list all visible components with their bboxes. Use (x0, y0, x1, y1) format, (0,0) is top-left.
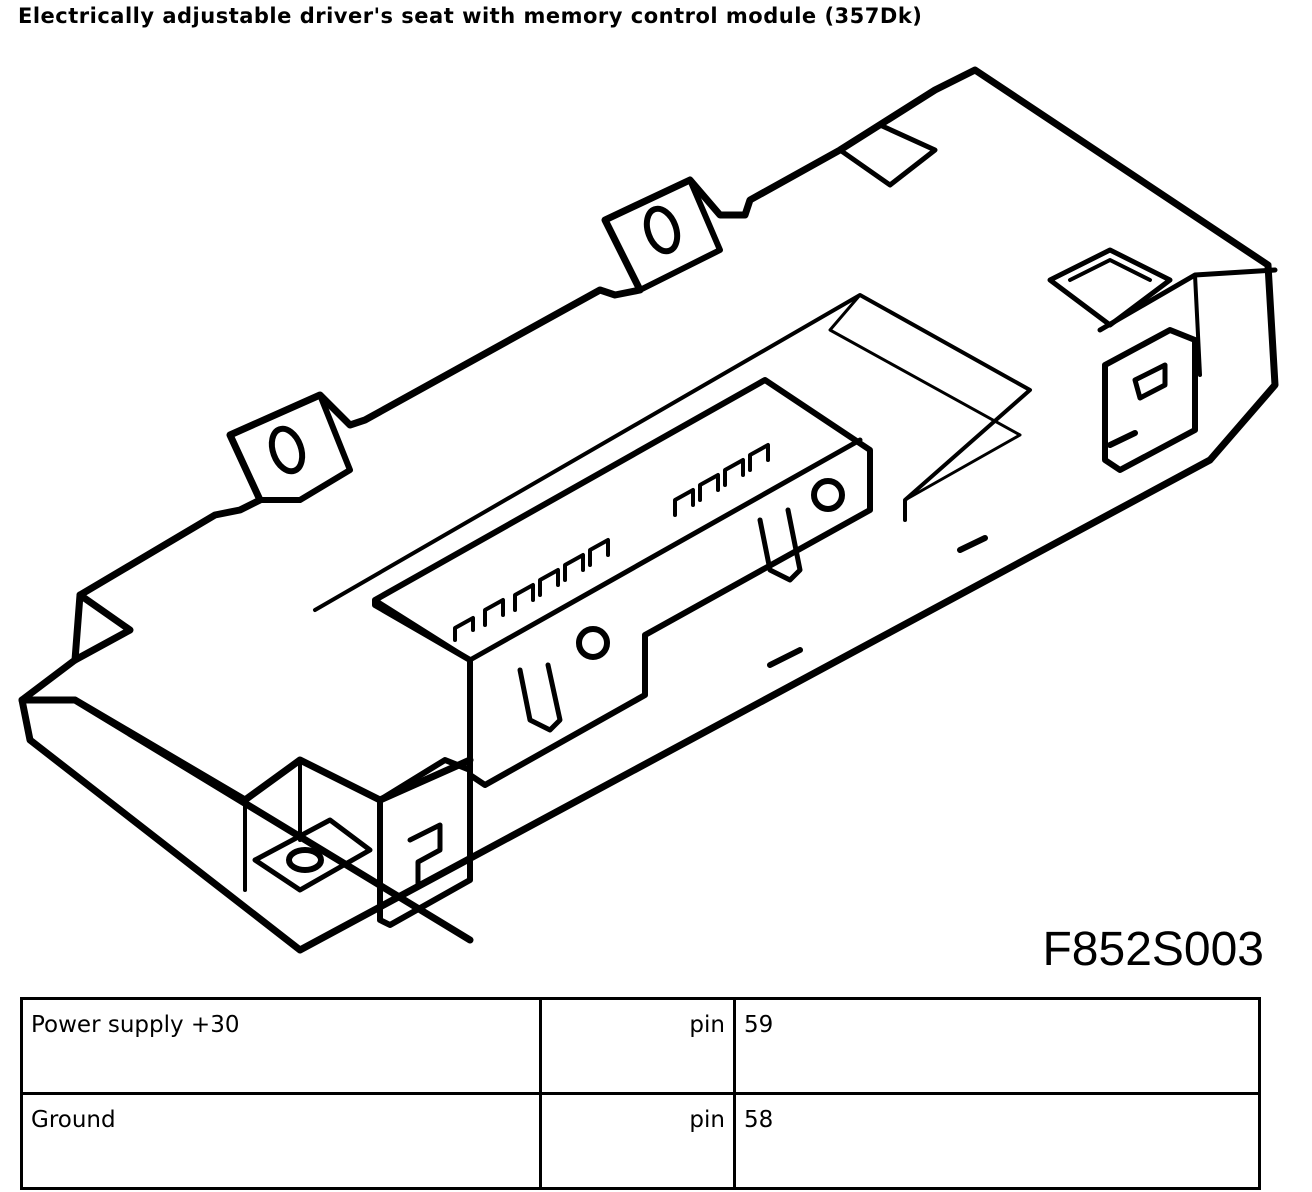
page-title: Electrically adjustable driver's seat wi… (18, 4, 923, 28)
pin-label-cell: pin (539, 1092, 736, 1190)
control-module-drawing (18, 66, 1279, 954)
mounting-tab-left (227, 392, 353, 503)
clip-right (1102, 327, 1198, 473)
clip-front (377, 757, 473, 928)
notch-top-right (837, 122, 938, 188)
pin-table: Power supply +30 pin 59 Ground pin 58 (20, 997, 1261, 1190)
pin-number-cell: 59 (733, 997, 1261, 1095)
connector-hole-right (811, 478, 845, 512)
signal-cell: Power supply +30 (20, 997, 542, 1095)
mounting-tab-front (252, 817, 373, 893)
signal-cell: Ground (20, 1092, 542, 1190)
mounting-hole-left (268, 425, 306, 475)
latch-right (757, 507, 803, 583)
table-row: Power supply +30 pin 59 (20, 997, 1261, 1095)
mounting-tab-center (602, 177, 723, 293)
figure-code: F852S003 (1042, 923, 1264, 976)
housing-top-edge (71, 591, 134, 664)
connector-recess (313, 293, 1032, 612)
table-row: Ground pin 58 (20, 1092, 1261, 1190)
mounting-hole-front (286, 847, 324, 873)
latch-left (517, 662, 563, 733)
mounting-hole-center (643, 205, 681, 255)
pin-label-cell: pin (539, 997, 736, 1095)
pin-number-cell: 58 (733, 1092, 1261, 1190)
notch-right (1047, 247, 1173, 328)
connector-block-left (372, 377, 873, 788)
connector-hole-left (576, 626, 610, 660)
housing-right-face (1097, 267, 1278, 333)
